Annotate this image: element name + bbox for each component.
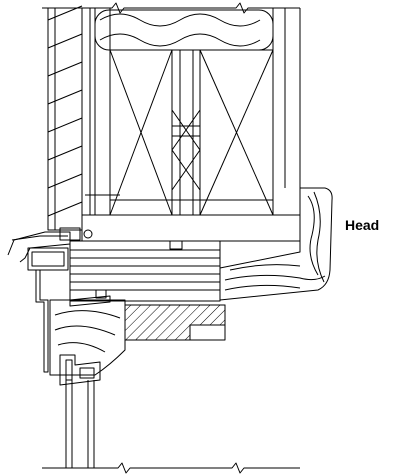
- wall-framing: [95, 8, 300, 215]
- head-jamb-board: [82, 215, 300, 241]
- sash-top-rail: [125, 305, 225, 340]
- head-jamb-wood: [220, 188, 332, 300]
- break-line-bottom: [42, 463, 300, 473]
- exterior-cladding-extrusion: [8, 228, 110, 372]
- break-line-top: [42, 3, 300, 13]
- insulation: [95, 10, 273, 50]
- glass-panes: [66, 380, 94, 468]
- wall-cladding: [48, 6, 95, 230]
- header-blocking: [110, 50, 273, 215]
- sash-lower-wood: [50, 300, 125, 375]
- head-label: Head: [345, 217, 380, 233]
- frame-head-laminations: [70, 241, 220, 301]
